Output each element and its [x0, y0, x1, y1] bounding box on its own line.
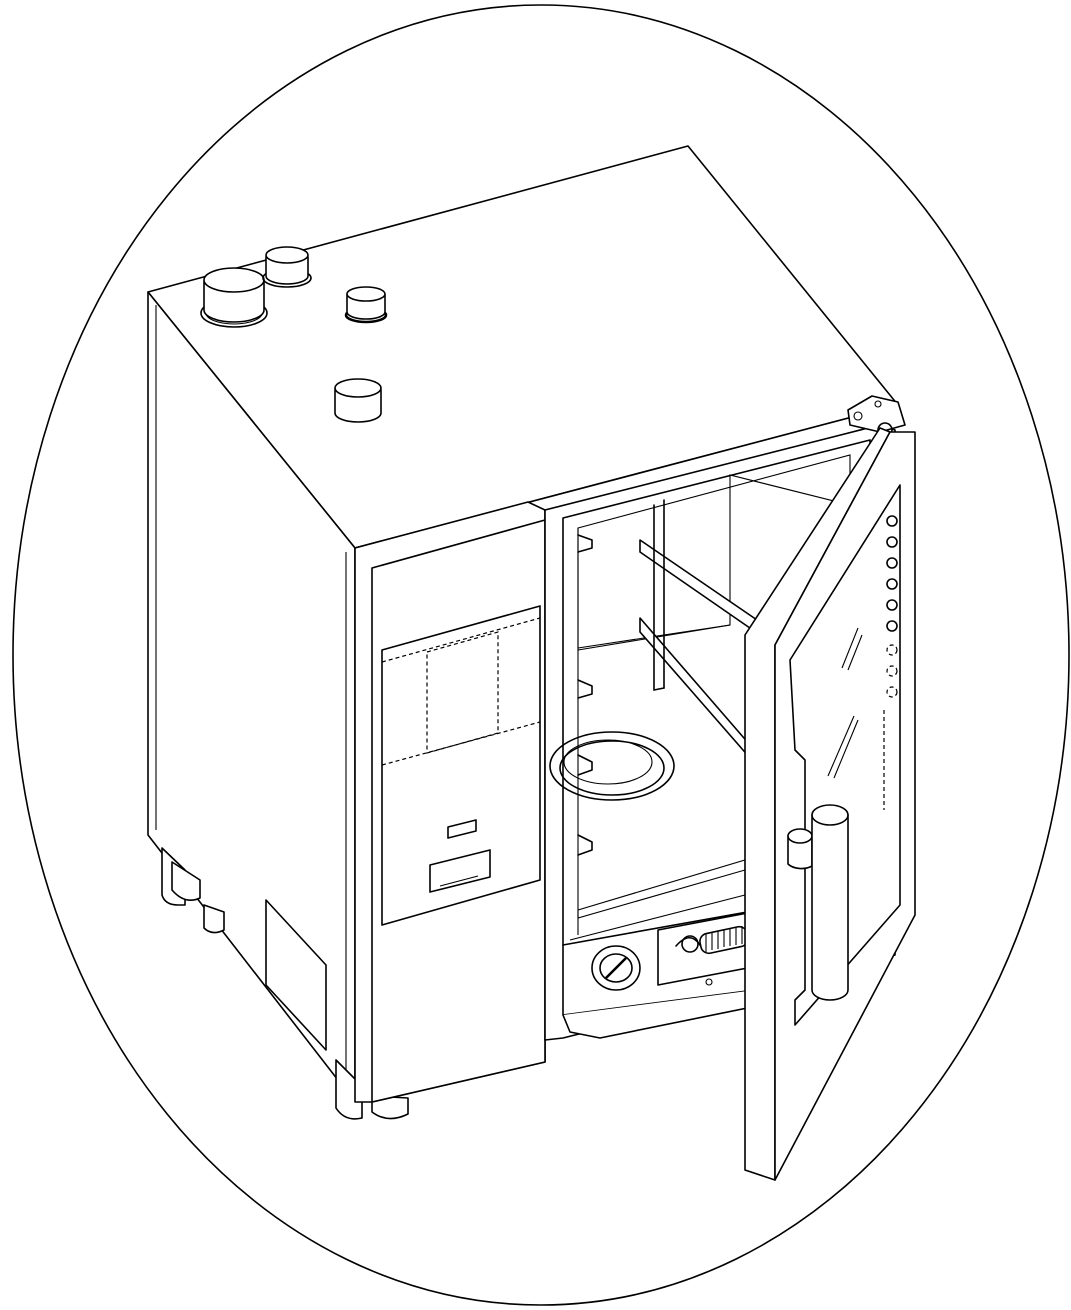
indicator-light: [447, 819, 477, 839]
fan-cover: [549, 731, 675, 801]
oven-door: [744, 395, 916, 1181]
oven-feet: [161, 847, 409, 1120]
door-glass: [789, 484, 901, 1026]
shelf-supports: [577, 534, 593, 856]
top-fittings: [200, 246, 388, 423]
frame-ellipse: [12, 4, 1070, 1306]
rating-plate: [265, 899, 327, 1051]
door-vent-holes: [883, 515, 898, 810]
control-display: [381, 605, 541, 926]
door-handle: [787, 804, 849, 1001]
control-button: [429, 849, 491, 893]
control-panel: [354, 501, 546, 1103]
